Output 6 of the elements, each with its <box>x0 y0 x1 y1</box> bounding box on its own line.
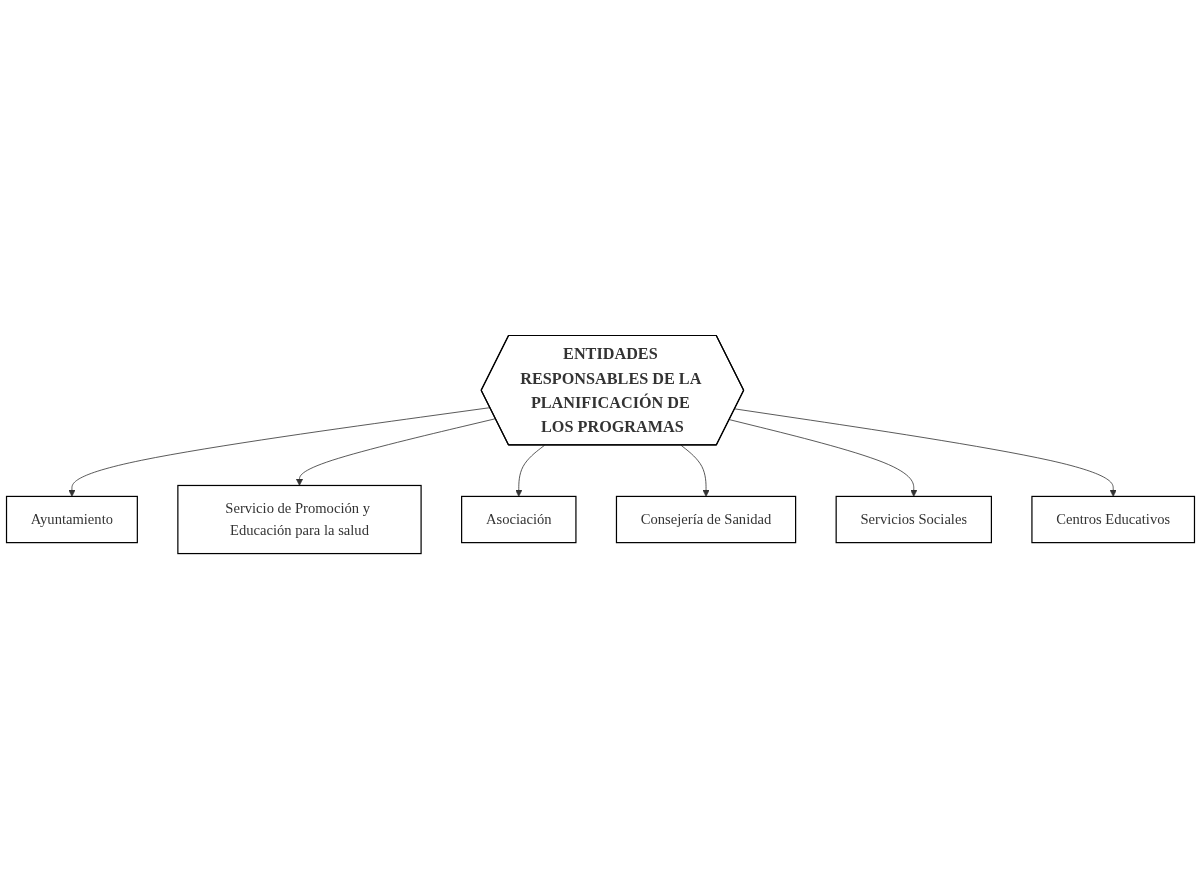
node-box: Consejería de Sanidad <box>615 496 797 544</box>
node-box: Ayuntamiento <box>5 496 138 544</box>
node-box: Asociación <box>461 496 577 544</box>
node-box: Servicios Sociales <box>835 496 992 544</box>
node-box: Servicio de Promoción y Educación para la salud <box>177 485 422 555</box>
node-box: Centros Educativos <box>1031 496 1196 544</box>
